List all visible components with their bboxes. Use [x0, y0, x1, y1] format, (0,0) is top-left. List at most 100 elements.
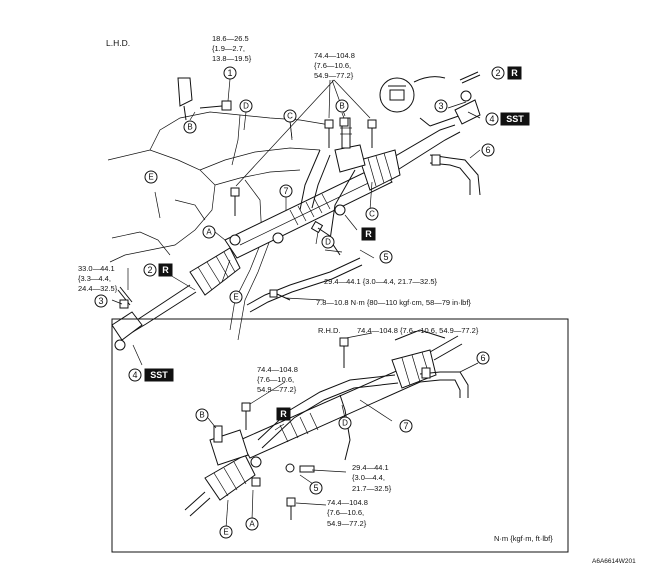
svg-text:B: B	[199, 411, 204, 420]
badge-R-left: R	[158, 263, 173, 277]
leader-lines-rhd	[207, 332, 479, 529]
callout-3-right: 3	[434, 99, 448, 113]
callout-letter-A-rhd: A	[245, 517, 259, 531]
svg-text:{7.6—10.6,: {7.6—10.6,	[314, 61, 351, 70]
badge-SST-top-right: SST	[500, 112, 530, 126]
torque-spec-top: 74.4—104.8 {7.6—10.6, 54.9—77.2}	[314, 51, 355, 80]
callout-letter-D-mid: D	[321, 235, 335, 249]
svg-text:{3.3—4.4,: {3.3—4.4,	[78, 274, 111, 283]
svg-text:D: D	[325, 238, 331, 247]
bracket-pipe-2	[249, 264, 363, 313]
torque-spec-left: 33.0—44.1 {3.3—4.4, 24.4—32.5}	[78, 264, 118, 293]
svg-text:6: 6	[480, 353, 485, 363]
svg-text:R: R	[280, 409, 287, 419]
badge-SST-left: SST	[144, 368, 174, 382]
callout-letter-E-lhd: E	[144, 170, 158, 184]
return-hose	[429, 154, 481, 196]
torque-spec-bracket: 7.8—10.8 N·m {80—110 kgf·cm, 58—79 in·lb…	[316, 298, 471, 307]
callout-1: 1	[223, 66, 237, 80]
callout-6: 6	[481, 143, 495, 157]
svg-text:54.9—77.2}: 54.9—77.2}	[257, 385, 297, 394]
svg-text:1: 1	[227, 68, 232, 78]
svg-text:SST: SST	[506, 114, 524, 124]
svg-text:{3.0—4.4,: {3.0—4.4,	[352, 473, 385, 482]
svg-text:B: B	[339, 102, 344, 111]
callout-2-right: 2	[491, 66, 505, 80]
svg-text:D: D	[243, 102, 249, 111]
rhd-torque-bottom: 74.4—104.8 {7.6—10.6, 54.9—77.2}	[327, 498, 368, 528]
svg-text:13.8—19.5}: 13.8—19.5}	[212, 54, 252, 63]
steering-gear-rhd	[184, 329, 469, 517]
callout-5-rhd: 5	[309, 481, 323, 495]
svg-text:D: D	[342, 419, 348, 428]
svg-text:{7.6—10.6,: {7.6—10.6,	[327, 508, 364, 517]
rhd-torque-mid: 29.4—44.1 {3.0—4.4, 21.7—32.5}	[352, 463, 392, 493]
callout-3-left: 3	[94, 294, 108, 308]
svg-text:B: B	[187, 123, 192, 132]
rhd-inset-frame	[111, 318, 569, 553]
callout-letter-E-mid: E	[229, 290, 243, 304]
cotter-pin-right	[459, 71, 481, 84]
svg-text:E: E	[223, 528, 228, 537]
callout-letter-D-rhd: D	[338, 416, 352, 430]
callout-letter-C-lhd: C	[283, 109, 297, 123]
svg-text:SST: SST	[150, 370, 168, 380]
callout-letter-D-lhd: D	[239, 99, 253, 113]
svg-text:A: A	[249, 520, 255, 529]
callout-letter-B-lhd: B	[183, 120, 197, 134]
svg-text:5: 5	[313, 483, 318, 493]
callout-letter-E-rhd: E	[219, 525, 233, 539]
svg-text:4: 4	[489, 114, 494, 124]
callout-letter-B-rhd: B	[195, 408, 209, 422]
rhd-label: R.H.D.	[318, 326, 341, 335]
svg-text:R: R	[511, 68, 518, 78]
svg-text:54.9—77.2}: 54.9—77.2}	[327, 519, 367, 528]
detail-inset-circle	[379, 76, 446, 113]
svg-text:{1.9—2.7,: {1.9—2.7,	[212, 44, 245, 53]
svg-text:21.7—32.5}: 21.7—32.5}	[352, 484, 392, 493]
bolt-group-lhd	[230, 117, 377, 301]
svg-text:2: 2	[495, 68, 500, 78]
svg-text:54.9—77.2}: 54.9—77.2}	[314, 71, 354, 80]
callout-5: 5	[379, 250, 393, 264]
badge-R-mid: R	[361, 227, 376, 241]
svg-text:5: 5	[383, 252, 388, 262]
callout-7-rhd: 7	[399, 419, 413, 433]
svg-text:4: 4	[132, 370, 137, 380]
svg-text:3: 3	[438, 101, 443, 111]
svg-text:29.4—44.1: 29.4—44.1	[352, 463, 389, 472]
lhd-label: L.H.D.	[106, 38, 130, 48]
svg-text:74.4—104.8: 74.4—104.8	[327, 498, 368, 507]
callout-4-right: 4	[485, 112, 499, 126]
tie-rod-end-right	[419, 90, 481, 127]
callout-4-left: 4	[128, 368, 142, 382]
callout-letter-B-top: B	[335, 99, 349, 113]
badge-R-rhd: R	[276, 407, 291, 421]
svg-text:7: 7	[283, 186, 288, 196]
figure-code: A6A6614W201	[592, 558, 636, 565]
leader-lines-lhd	[111, 78, 481, 366]
bolt-group-rhd	[241, 337, 349, 520]
units-label: N·m {kgf·m, ft·lbf}	[494, 534, 553, 543]
svg-text:2: 2	[147, 265, 152, 275]
callout-letter-A-lhd: A	[202, 225, 216, 239]
svg-text:6: 6	[485, 145, 490, 155]
svg-text:33.0—44.1: 33.0—44.1	[78, 264, 115, 273]
svg-text:{7.6—10.6,: {7.6—10.6,	[257, 375, 294, 384]
badge-R-top-right: R	[507, 66, 522, 80]
torque-spec-1: 18.6—26.5 {1.9—2.7, 13.8—19.5}	[212, 34, 252, 63]
torque-spec-mid: 29.4—44.1 {3.0—4.4, 21.7—32.5}	[324, 277, 437, 286]
svg-text:R: R	[365, 229, 372, 239]
callout-7: 7	[279, 184, 293, 198]
callout-2-left: 2	[143, 263, 157, 277]
svg-text:C: C	[287, 112, 293, 121]
vehicle-body-outline	[107, 111, 331, 341]
svg-text:C: C	[369, 210, 375, 219]
svg-text:E: E	[148, 173, 153, 182]
callout-letter-C-mid: C	[365, 207, 379, 221]
svg-text:74.4—104.8: 74.4—104.8	[314, 51, 355, 60]
svg-text:A: A	[206, 228, 212, 237]
bracket-pipe	[246, 257, 361, 306]
